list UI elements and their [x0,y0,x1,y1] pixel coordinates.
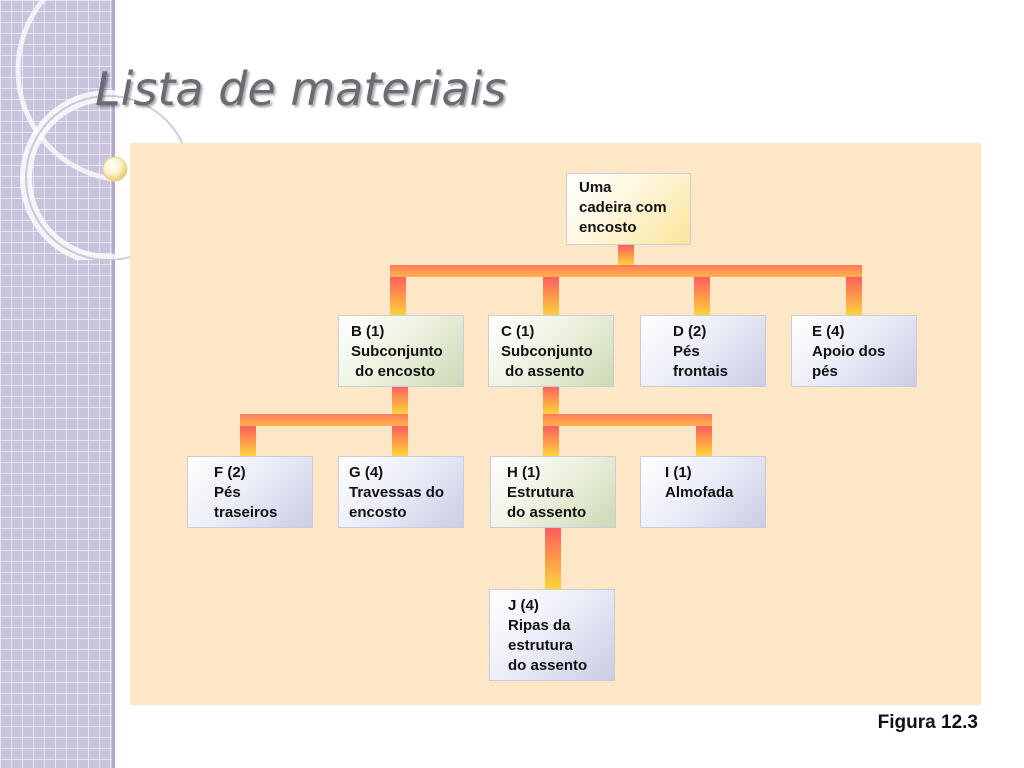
connector-to-c [543,277,559,316]
connector-level1-bar [390,265,862,277]
node-g: G (4) Travessas do encosto [338,456,464,528]
decorative-grid-strip [0,0,112,768]
connector-a-stem [618,245,634,265]
node-b: B (1) Subconjunto do encosto [338,315,464,387]
connector-to-i [696,426,712,456]
node-d: D (2) Pés frontais [640,315,766,387]
node-a: Uma cadeira com encosto [566,173,691,245]
connector-c-bar [543,414,712,426]
connector-to-d [694,277,710,316]
connector-to-b [390,277,406,316]
connector-to-h [543,426,559,456]
figure-caption: Figura 12.3 [877,712,978,733]
connector-to-g [392,426,408,456]
page-title: Lista de materiais [95,62,507,116]
node-h: H (1) Estrutura do assento [490,456,616,528]
connector-c-stem [543,386,559,414]
connector-to-f [240,426,256,456]
node-i: I (1) Almofada [640,456,766,528]
connector-to-e [846,277,862,316]
node-f: F (2) Pés traseiros [187,456,313,528]
node-j: J (4) Ripas da estrutura do assento [489,589,615,681]
node-e: E (4) Apoio dos pés [791,315,917,387]
strip-edge-line [112,0,115,768]
connector-to-j [545,528,561,589]
connector-b-stem [392,386,408,414]
node-c: C (1) Subconjunto do assento [488,315,614,387]
connector-b-bar [240,414,408,426]
